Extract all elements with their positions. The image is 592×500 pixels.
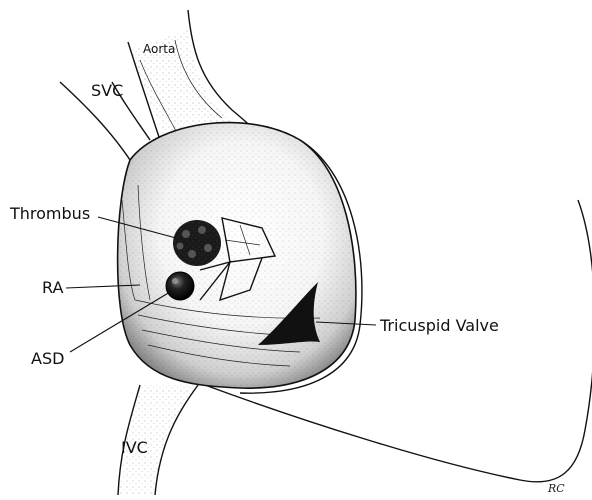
thrombus-label: Thrombus bbox=[9, 204, 90, 223]
asd-label: ASD bbox=[31, 349, 64, 368]
ivc-label: IVC bbox=[121, 438, 148, 457]
aorta-label: Aorta bbox=[143, 42, 175, 56]
svc-label: SVC bbox=[91, 81, 123, 100]
artist-signature: RC bbox=[547, 482, 565, 495]
asd-sphere bbox=[166, 272, 194, 300]
ra-label: RA bbox=[42, 278, 63, 297]
tricuspid-valve-label: Tricuspid Valve bbox=[379, 316, 499, 335]
thrombus-mass bbox=[173, 220, 221, 266]
aorta-vessel bbox=[128, 10, 260, 140]
right-atrium bbox=[118, 123, 362, 394]
